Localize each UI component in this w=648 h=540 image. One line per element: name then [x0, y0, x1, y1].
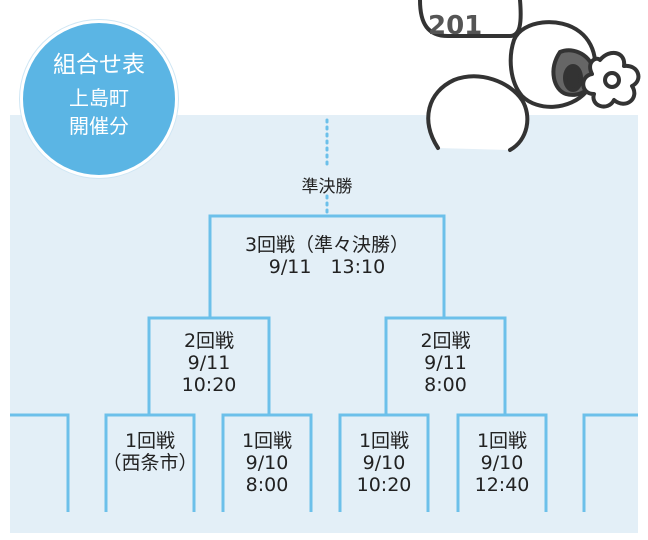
first-round-4-time: 12:40	[474, 474, 530, 496]
final-label: 準決勝	[301, 177, 353, 197]
second-round-right-time: 8:00	[424, 374, 467, 396]
first-round-2-date: 9/10	[245, 452, 289, 474]
first-round-2-node: 1回戦 9/10 8:00	[226, 430, 308, 496]
first-round-3-title: 1回戦	[358, 430, 410, 452]
quarterfinal-title: 3回戦（準々決勝）	[244, 234, 410, 256]
first-round-3-time: 10:20	[356, 474, 412, 496]
first-round-2-time: 8:00	[245, 474, 289, 496]
first-round-1-node: 1回戦 （西条市）	[100, 430, 200, 474]
first-round-3-node: 1回戦 9/10 10:20	[343, 430, 425, 496]
second-round-left-date: 9/11	[187, 352, 231, 374]
first-round-4-node: 1回戦 9/10 12:40	[461, 430, 543, 496]
badge-subtitle: 開催分	[69, 114, 129, 138]
badge-title: 組合せ表	[53, 52, 145, 78]
mascot-year-text: 201	[428, 11, 482, 41]
first-round-1-title: 1回戦	[124, 430, 176, 452]
first-round-3-date: 9/10	[362, 452, 406, 474]
first-round-2-title: 1回戦	[241, 430, 293, 452]
badge-venue: 上島町	[69, 86, 129, 110]
first-round-4-date: 9/10	[480, 452, 524, 474]
second-round-left-time: 10:20	[181, 374, 237, 396]
second-round-right-date: 9/11	[424, 352, 467, 374]
second-round-left-node: 2回戦 9/11 10:20	[152, 330, 266, 396]
bracket-panel	[10, 115, 638, 533]
first-round-4-title: 1回戦	[476, 430, 528, 452]
first-round-1-note: （西条市）	[102, 452, 198, 474]
mascot-illustration: 201	[418, 0, 641, 152]
tournament-badge: 組合せ表 上島町 開催分	[20, 20, 178, 178]
quarterfinal-schedule: 9/11 13:10	[268, 256, 386, 278]
second-round-right-node: 2回戦 9/11 8:00	[389, 330, 502, 396]
second-round-left-title: 2回戦	[183, 330, 235, 352]
quarterfinal-node: 3回戦（準々決勝） 9/11 13:10	[214, 234, 440, 278]
second-round-right-title: 2回戦	[420, 330, 471, 352]
